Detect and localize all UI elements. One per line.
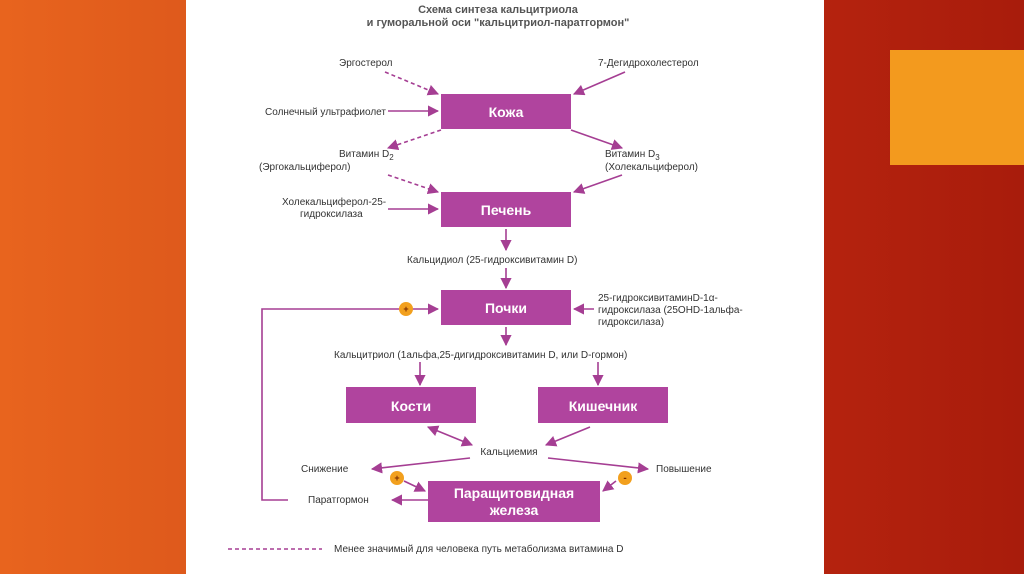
intestine-label: Кишечник	[569, 398, 638, 414]
svg-text:+: +	[394, 473, 399, 483]
arrow-ergosterol-skin	[384, 71, 440, 96]
diagram-title-line2: и гуморальной оси "кальцитриол-паратгорм…	[367, 17, 630, 29]
arrow-vitd2-liver	[387, 174, 440, 195]
bones-label: Кости	[391, 398, 431, 414]
parathyroid-box	[428, 481, 600, 522]
vitd3-label-line1: Витамин D3	[605, 149, 660, 162]
kidneys-box	[441, 290, 571, 325]
orange-accent-block	[890, 50, 1024, 165]
arrow-dhc-skin	[572, 71, 626, 96]
badge-minus-increase: -	[618, 471, 632, 485]
skin-box	[441, 94, 571, 129]
diagram-title-line1: Схема синтеза кальцитриола	[418, 4, 579, 16]
legend-label: Менее значимый для человека путь метабол…	[334, 543, 624, 555]
arrow-bones-calcemia	[426, 425, 474, 447]
arrow-feedback-parathormone-kidneys	[261, 303, 440, 501]
increase-label: Повышение	[656, 464, 712, 475]
badge-plus-decrease: +	[390, 471, 404, 485]
hydroxylase1a-label-line2: гидроксилаза (25OHD-1альфа-	[598, 304, 743, 316]
arrow-skin-vitd2	[386, 129, 442, 151]
arrow-calcemia-decrease	[370, 457, 471, 474]
sunlight-label: Солнечный ультрафиолет	[265, 106, 386, 118]
svg-text:-: -	[623, 473, 626, 484]
liver-box	[441, 192, 571, 227]
vitd3-label-line2: (Холекальциферол)	[605, 161, 698, 173]
ergosterol-label: Эргостерол	[339, 58, 393, 69]
dehydrocholesterol-label: 7-Дегидрохолестерол	[598, 58, 699, 69]
arrow-skin-vitd3	[570, 129, 624, 150]
calcidiol-label: Кальцидиол (25-гидроксивитамин D)	[407, 255, 577, 266]
hydroxylase1a-label-line3: гидроксилаза)	[598, 317, 664, 328]
arrow-increase-parathyroid	[602, 480, 617, 492]
bones-box	[346, 387, 476, 423]
liver-label: Печень	[481, 202, 532, 218]
arrow-vitd3-liver	[572, 174, 623, 194]
svg-text:+: +	[403, 304, 408, 314]
decrease-label: Снижение	[301, 464, 349, 475]
kidneys-label: Почки	[485, 300, 527, 316]
vitd2-label-line2: (Эргокальциферол)	[259, 161, 350, 173]
hydroxylase25-label-line1: Холекальциферол-25-	[282, 196, 386, 208]
skin-label: Кожа	[489, 104, 524, 120]
intestine-box	[538, 387, 668, 423]
parathyroid-label-line2: железа	[489, 502, 539, 518]
badge-plus-kidneys: +	[399, 302, 413, 316]
parathormone-label: Паратгормон	[308, 495, 369, 506]
vitd2-label-line1: Витамин D2	[339, 149, 394, 162]
calcitriol-label: Кальцитриол (1альфа,25-дигидроксивитамин…	[334, 349, 627, 361]
arrow-decrease-parathyroid	[403, 480, 427, 492]
calcemia-label: Кальциемия	[480, 447, 537, 458]
hydroxylase1a-label-line1: 25-гидроксивитаминD-1α-	[598, 293, 718, 304]
arrow-intestine-calcemia	[544, 426, 591, 447]
hydroxylase25-label-line2: гидроксилаза	[300, 209, 363, 220]
parathyroid-label-line1: Паращитовидная	[454, 485, 574, 501]
arrow-calcemia-increase	[547, 457, 650, 474]
